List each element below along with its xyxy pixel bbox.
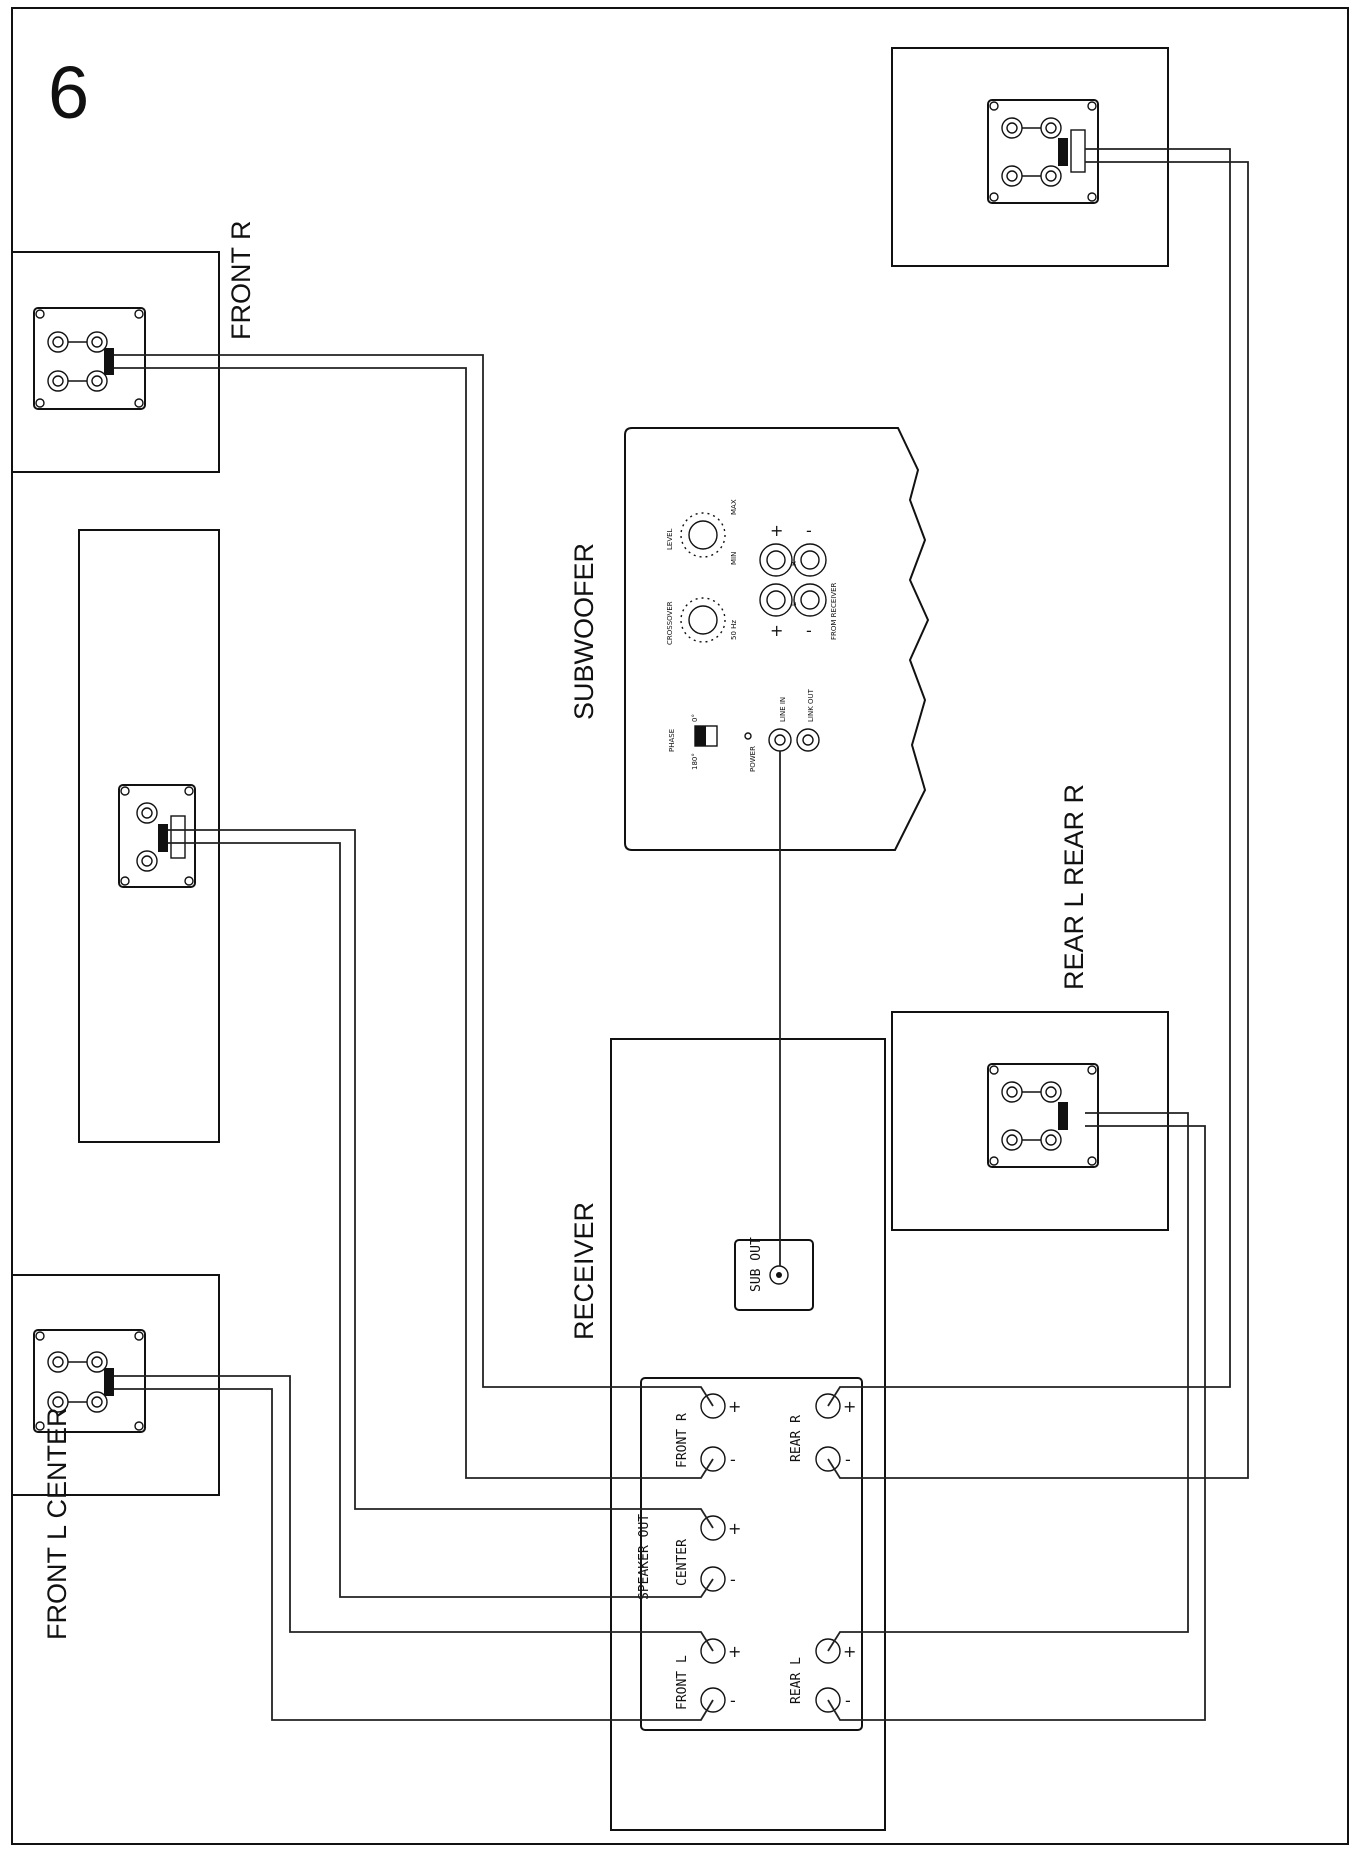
subwoofer-panel: PHASE 0° 180° POWER LINE IN LINK OUT CRO… xyxy=(624,427,930,851)
svg-text:-: - xyxy=(730,1570,736,1589)
svg-text:L: L xyxy=(790,602,798,606)
terminal-front-r: + - FRONT R xyxy=(675,1393,741,1472)
svg-text:LINK OUT: LINK OUT xyxy=(807,688,815,722)
center-speaker xyxy=(78,529,220,1143)
svg-text:LINE IN: LINE IN xyxy=(779,697,787,722)
svg-text:POWER: POWER xyxy=(749,746,757,772)
svg-text:-: - xyxy=(806,621,812,640)
front-r-speaker xyxy=(11,251,220,473)
svg-text:+: + xyxy=(843,1642,856,1661)
terminal-rear-r: + - REAR R xyxy=(789,1393,856,1472)
svg-text:FRONT L: FRONT L xyxy=(675,1655,690,1710)
svg-text:FROM RECEIVER: FROM RECEIVER xyxy=(830,582,838,640)
svg-text:SPEAKER OUT: SPEAKER OUT xyxy=(637,1514,652,1600)
svg-text:+: + xyxy=(770,621,783,640)
svg-text:+: + xyxy=(843,1397,856,1416)
wires xyxy=(114,148,1249,1721)
terminal-front-l: + - FRONT L xyxy=(675,1638,741,1713)
front-l-center-label: FRONT L CENTER xyxy=(42,1407,72,1640)
svg-text:+: + xyxy=(770,521,783,540)
svg-text:+: + xyxy=(728,1519,741,1538)
receiver-label: RECEIVER xyxy=(569,1202,599,1340)
svg-text:-: - xyxy=(806,521,812,540)
svg-text:MIN: MIN xyxy=(730,552,738,565)
outer-frame xyxy=(11,7,1349,1845)
svg-text:180°: 180° xyxy=(691,753,699,770)
svg-text:SUB OUT: SUB OUT xyxy=(749,1237,764,1292)
svg-text:LEVEL: LEVEL xyxy=(666,528,674,550)
svg-text:CENTER: CENTER xyxy=(675,1539,690,1586)
svg-text:PHASE: PHASE xyxy=(668,729,676,752)
svg-text:REAR R: REAR R xyxy=(789,1415,804,1462)
svg-text:0°: 0° xyxy=(691,714,699,722)
terminal-center: + - CENTER xyxy=(675,1515,741,1592)
rear-r-speaker xyxy=(891,47,1169,267)
svg-text:CROSSOVER: CROSSOVER xyxy=(666,601,674,645)
svg-text:-: - xyxy=(730,1691,736,1710)
svg-text:+: + xyxy=(728,1397,741,1416)
receiver-box: SUB OUT SPEAKER OUT + - FRONT R + - REAR… xyxy=(610,1038,886,1831)
svg-text:50 Hz: 50 Hz xyxy=(730,620,738,640)
svg-text:-: - xyxy=(845,1691,851,1710)
svg-text:REAR L: REAR L xyxy=(789,1657,804,1704)
subwoofer-label: SUBWOOFER xyxy=(569,543,599,720)
svg-text:FRONT R: FRONT R xyxy=(675,1413,690,1468)
front-r-label: FRONT R xyxy=(226,221,256,341)
svg-text:-: - xyxy=(845,1450,851,1469)
svg-text:+: + xyxy=(728,1642,741,1661)
svg-text:MAX: MAX xyxy=(730,499,738,515)
rear-l-speaker xyxy=(891,1011,1169,1231)
front-l-speaker xyxy=(11,1274,220,1496)
rear-label: REAR L REAR R xyxy=(1059,784,1089,990)
svg-text:R: R xyxy=(790,561,798,566)
figure-number: 6 xyxy=(48,51,89,134)
terminal-rear-l: + - REAR L xyxy=(789,1638,856,1713)
svg-text:-: - xyxy=(730,1450,736,1469)
